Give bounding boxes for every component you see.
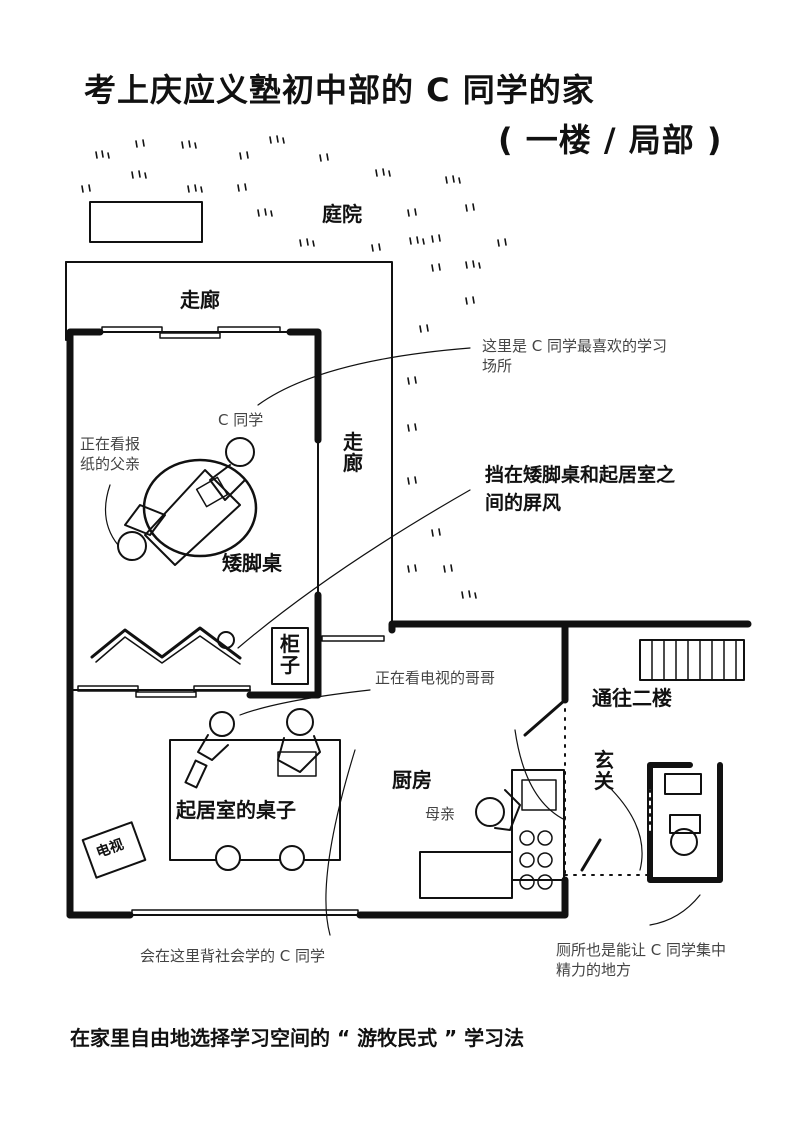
tv-box — [81, 821, 147, 879]
cabinet-label: 柜子 — [280, 632, 300, 677]
grass-marks — [81, 135, 507, 599]
corridor-top-label: 走廊 — [180, 288, 220, 312]
tatami-room-walls — [66, 328, 104, 704]
cabinet — [271, 627, 309, 685]
folding-screen — [90, 626, 242, 660]
toilet-annotation: 厕所也是能让 C 同学集中精力的地方 — [556, 941, 727, 980]
father-label: 正在看报纸的父亲 — [80, 435, 141, 474]
corridor-side-label: 走廊 — [343, 430, 363, 475]
low-table — [142, 458, 258, 558]
kitchen-label: 厨房 — [392, 768, 432, 792]
stairs — [639, 639, 745, 681]
corridor-outline — [65, 261, 393, 631]
garden-label: 庭院 — [322, 202, 362, 226]
low-table-label: 矮脚桌 — [222, 551, 282, 575]
toilet-walls — [647, 762, 723, 883]
stairs-label: 通往二楼 — [592, 686, 672, 710]
page-subtitle: ( 一楼 / 局部 ) — [498, 121, 723, 159]
mother-label: 母亲 — [425, 805, 456, 823]
social-study-annotation: 会在这里背社会学的 C 同学 — [140, 947, 326, 965]
entrance-label: 玄关 — [594, 748, 614, 793]
c-student-label: C 同学 — [218, 411, 264, 429]
living-table-label: 起居室的桌子 — [176, 798, 296, 822]
caption: 在家里自由地选择学习空间的 “ 游牧民式 ” 学习法 — [70, 1026, 525, 1050]
screen-annotation: 挡在矮脚桌和起居室之间的屏风 — [485, 464, 676, 514]
favorite-spot-annotation: 这里是 C 同学最喜欢的学习场所 — [482, 337, 668, 376]
brother-label: 正在看电视的哥哥 — [375, 669, 496, 687]
garden-bench — [89, 201, 203, 243]
page-title: 考上庆应义塾初中部的 C 同学的家 — [84, 71, 595, 109]
